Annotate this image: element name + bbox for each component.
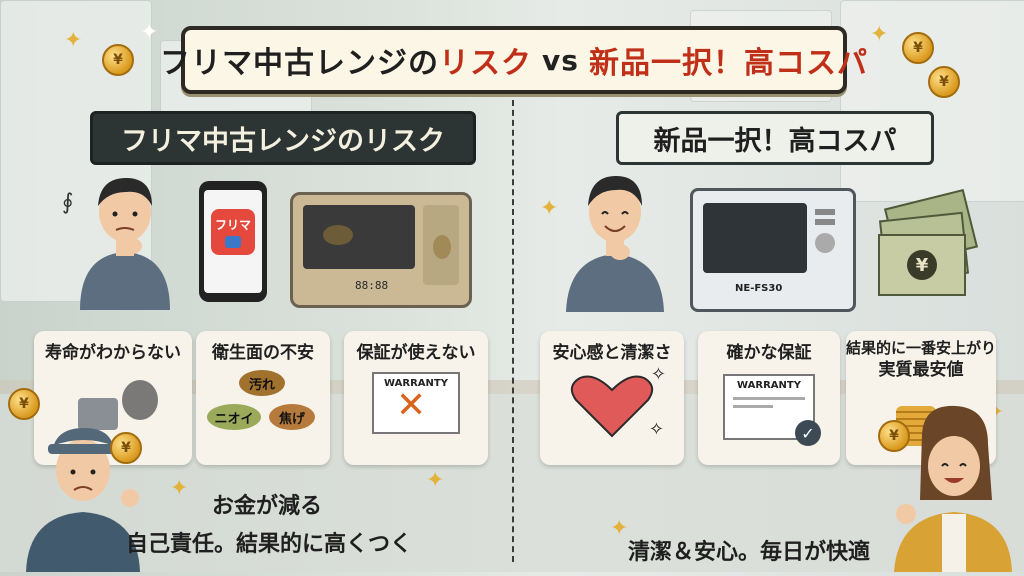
app-name: フリマ bbox=[214, 218, 251, 232]
sparkle-icon: ✦ bbox=[540, 196, 559, 221]
center-divider bbox=[512, 100, 514, 562]
upset-man-illustration bbox=[18, 404, 148, 572]
yen-coin-icon: ¥ bbox=[878, 420, 910, 452]
confident-man-illustration bbox=[560, 160, 670, 312]
used-microwave-illustration: 88:88 bbox=[290, 192, 472, 308]
benefit-card-label-line1: 結果的に一番安上がり bbox=[846, 339, 997, 357]
check-mark-icon: ✓ bbox=[795, 420, 821, 447]
warranty-doc-title: WARRANTY bbox=[384, 378, 448, 390]
x-mark-icon: ✕ bbox=[396, 385, 427, 427]
title-part4: 高コスパ bbox=[743, 46, 868, 81]
main-title: フリマ中古レンジのリスク vs 新品一択！高コスパ bbox=[160, 26, 867, 94]
title-risk: リスク bbox=[439, 46, 533, 81]
happy-woman-illustration bbox=[884, 404, 1020, 572]
yen-symbol: ¥ bbox=[907, 250, 937, 280]
benefit-card-warranty: 確かな保証 WARRANTY ✓ bbox=[698, 331, 840, 465]
sparkle-icon: ✦ bbox=[610, 516, 629, 541]
confused-scribble-icon: ∮ bbox=[62, 190, 74, 215]
risk-card-label: 保証が使えない bbox=[356, 343, 476, 363]
yen-coin-icon: ¥ bbox=[928, 66, 960, 98]
dirt-bubble: 汚れ bbox=[239, 370, 285, 397]
sparkle-icon: ✦ bbox=[64, 28, 83, 53]
left-section-header: フリマ中古レンジのリスク bbox=[90, 111, 476, 165]
heart-icon: ✧ ✧ bbox=[562, 364, 666, 440]
left-bottom-line1: お金が減る bbox=[212, 494, 323, 519]
title-part1: フリマ中古レンジの bbox=[160, 46, 440, 81]
microwave-model: NE-FS30 bbox=[735, 283, 783, 294]
yen-coin-icon: ¥ bbox=[110, 432, 142, 464]
risk-card-hygiene: 衛生面の不安 汚れ ニオイ 焦げ bbox=[196, 331, 330, 465]
benefit-card-label: 安心感と清潔さ bbox=[552, 343, 672, 363]
risk-card-warranty: 保証が使えない WARRANTY ✕ bbox=[344, 331, 488, 465]
risk-card-label: 寿命がわからない bbox=[45, 343, 181, 363]
microwave-display: 88:88 bbox=[355, 279, 389, 292]
right-section-header: 新品一択！高コスパ bbox=[616, 111, 934, 165]
warranty-document-icon: WARRANTY ✕ bbox=[372, 372, 460, 435]
title-part3: 新品一択！ bbox=[588, 46, 744, 81]
title-vs: vs bbox=[542, 43, 579, 77]
left-bottom-line2: 自己責任。結果的に高くつく bbox=[126, 532, 413, 557]
sparkle-icon: ✦ bbox=[426, 468, 445, 493]
benefit-card-label-line2: 実質最安値 bbox=[878, 359, 964, 380]
worried-man-illustration bbox=[70, 160, 180, 310]
burn-bubble: 焦げ bbox=[269, 404, 315, 431]
new-microwave-illustration: NE-FS30 bbox=[690, 188, 856, 312]
yen-bills-icon: ¥ bbox=[876, 188, 979, 296]
sparkle-icon: ✦ bbox=[170, 476, 189, 501]
benefit-card-cleanliness: 安心感と清潔さ ✧ ✧ bbox=[540, 331, 684, 465]
smartphone-flea-market-app: フリマ bbox=[199, 181, 267, 302]
benefit-card-label: 確かな保証 bbox=[726, 343, 812, 363]
yen-coin-icon: ¥ bbox=[902, 32, 934, 64]
right-bottom-line: 清潔＆安心。毎日が快適 bbox=[628, 540, 871, 565]
smell-bubble: ニオイ bbox=[207, 404, 261, 431]
sparkle-icon: ✦ bbox=[870, 22, 889, 47]
broken-microwave-smoke-icon bbox=[58, 374, 168, 434]
risk-card-label: 衛生面の不安 bbox=[212, 343, 314, 363]
yen-coin-icon: ¥ bbox=[8, 388, 40, 420]
app-logo-icon bbox=[225, 236, 241, 248]
warranty-check-document-icon: WARRANTY ✓ bbox=[723, 374, 821, 447]
yen-coin-icon: ¥ bbox=[102, 44, 134, 76]
warranty-doc-title: WARRANTY bbox=[737, 380, 801, 392]
sparkle-icon: ✦ bbox=[140, 20, 159, 45]
